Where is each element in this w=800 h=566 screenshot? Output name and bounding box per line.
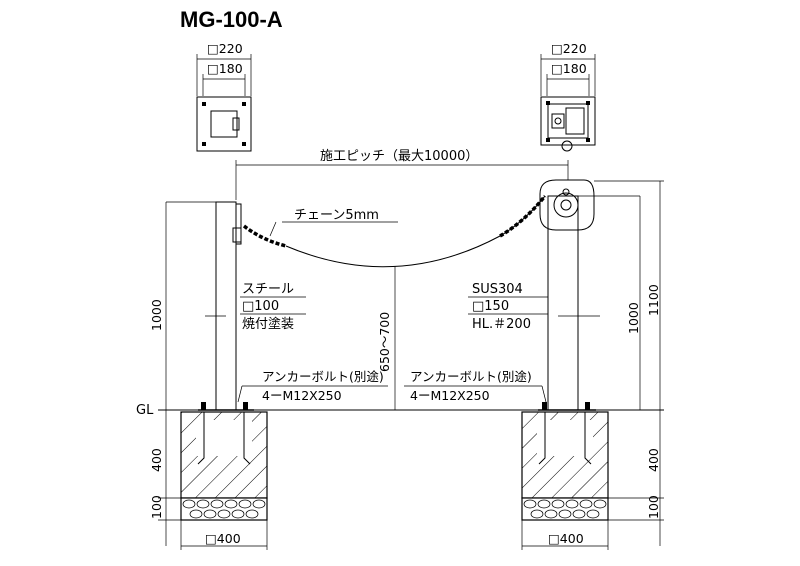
- left-post-height: 1000: [149, 299, 164, 331]
- ground-line: GL: [136, 403, 664, 418]
- right-size: □150: [472, 299, 509, 314]
- right-foundation: [521, 411, 609, 521]
- right-base-plate: [540, 96, 596, 146]
- left-post-notes: スチール □100 焼付塗装: [240, 282, 306, 332]
- pitch-label: 施工ピッチ（最大10000）: [320, 149, 478, 164]
- left-anchor-label: アンカーボルト(別途): [262, 369, 384, 384]
- sag-range-label: 650～700: [377, 312, 392, 372]
- left-foundation-depth: 400: [149, 448, 164, 472]
- right-post-notes: SUS304 □150 HL.＃200: [468, 282, 548, 332]
- right-plan-outer-dim: □220: [551, 41, 587, 56]
- right-plan-inner-dim: □180: [551, 61, 587, 76]
- right-post: [547, 195, 579, 411]
- left-gravel-depth: 100: [149, 495, 164, 519]
- chain-label: チェーン5mm: [294, 208, 379, 223]
- right-footing-width: □400: [548, 531, 584, 546]
- sag-dimension: 650～700: [377, 266, 396, 410]
- right-post-section: [547, 103, 589, 139]
- left-anchor-spec: 4ーM12X250: [262, 388, 342, 403]
- right-anchor-spec: 4ーM12X250: [410, 388, 490, 403]
- left-finish: 焼付塗装: [242, 316, 294, 332]
- left-vertical-dims: 1000 400 100: [149, 202, 181, 546]
- left-post-section: [210, 110, 238, 138]
- left-post-elevation: [166, 201, 254, 411]
- drawing-title: MG-100-A: [180, 7, 283, 32]
- right-finish: HL.＃200: [472, 317, 531, 332]
- left-base-plate: [196, 96, 252, 152]
- left-material: スチール: [242, 282, 294, 297]
- bottom-width-dims: □400 □400: [180, 520, 609, 550]
- right-plan-view: □220 □180: [540, 41, 596, 152]
- left-size: □100: [242, 299, 279, 314]
- pitch-dimension: 施工ピッチ（最大10000）: [235, 149, 569, 200]
- left-foundation: [180, 411, 268, 521]
- left-plan-outer-dim: □220: [207, 41, 243, 56]
- right-material: SUS304: [472, 282, 523, 297]
- right-gravel-depth: 100: [646, 495, 661, 519]
- right-anchor-label: アンカーボルト(別途): [410, 369, 532, 384]
- left-plan-view: □220 □180: [196, 41, 252, 152]
- right-total-height: 1100: [646, 284, 661, 316]
- gl-label: GL: [136, 403, 154, 418]
- right-gravel-base: [521, 497, 609, 521]
- left-plan-inner-dim: □180: [207, 61, 243, 76]
- chain-reel-head: [539, 179, 595, 231]
- left-gravel-base: [180, 497, 268, 521]
- left-footing-width: □400: [205, 531, 241, 546]
- right-foundation-depth: 400: [646, 448, 661, 472]
- anchor-notes: アンカーボルト(別途) 4ーM12X250 アンカーボルト(別途) 4ーM12X…: [237, 369, 547, 403]
- chain: チェーン5mm: [242, 194, 547, 268]
- right-vertical-dims: 1000 1100 400 100: [608, 181, 664, 546]
- right-post-height: 1000: [626, 302, 641, 334]
